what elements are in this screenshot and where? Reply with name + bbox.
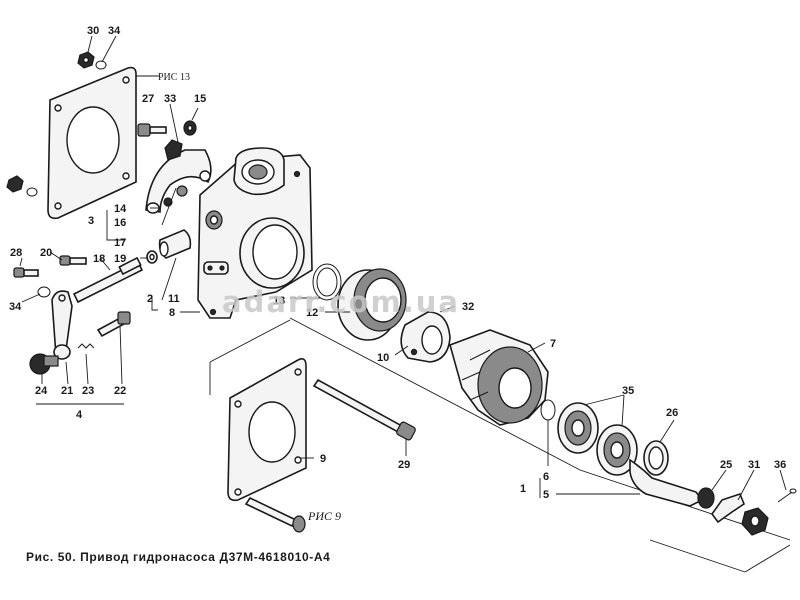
callout-6: 6 (543, 471, 549, 483)
callout-27: 27 (142, 93, 154, 105)
callout-25: 25 (720, 459, 732, 471)
leader-lines (19, 35, 787, 501)
cotter-pin-36 (777, 488, 797, 503)
callout-18: 18 (93, 253, 105, 265)
pump-drive-housing (197, 147, 313, 319)
callout-17: 17 (114, 237, 126, 249)
callout-36: 36 (774, 459, 786, 471)
callout-35: 35 (622, 385, 634, 397)
callout-15: 15 (194, 93, 206, 105)
callout-4: 4 (76, 409, 83, 421)
callout-16: 16 (114, 217, 126, 229)
callout-31: 31 (748, 459, 760, 471)
callout-22: 22 (114, 385, 126, 397)
lever-21 (51, 290, 73, 360)
callout-13: 13 (273, 295, 285, 307)
callout-7: 7 (550, 338, 556, 350)
callout-33: 33 (164, 93, 176, 105)
bearing-35b (596, 424, 638, 476)
callout-12: 12 (306, 307, 318, 319)
callout-23: 23 (82, 385, 94, 397)
spring-23 (77, 343, 95, 349)
bolt-22 (96, 311, 131, 338)
left-nut (6, 175, 38, 197)
bearing-cup-12 (337, 268, 407, 341)
callout-26: 26 (666, 407, 678, 419)
washer-34-top (95, 60, 107, 70)
castle-nut-25 (741, 507, 769, 536)
lower-axis-line (209, 319, 291, 363)
callout-3: 3 (88, 215, 94, 227)
callout-8: 8 (169, 307, 175, 319)
lever-shaft-18 (72, 256, 144, 304)
callout-29: 29 (398, 459, 410, 471)
callout-30: 30 (87, 25, 99, 37)
callout-11: 11 (168, 293, 180, 305)
callout-24: 24 (35, 385, 48, 397)
callout-20: 20 (40, 247, 52, 259)
snap-ring-6 (540, 399, 556, 421)
snap-ring-13 (312, 263, 342, 301)
callout-34-left: 34 (9, 301, 22, 313)
callout-32: 32 (462, 301, 474, 313)
figure-ref-9: РИС 9 (307, 509, 341, 523)
screw-20 (59, 255, 87, 266)
bolt-27 (137, 123, 167, 137)
washer-15 (183, 120, 197, 136)
callout-2: 2 (147, 293, 153, 305)
lower-flange-plate-9 (227, 358, 307, 502)
splined-bushing-10 (400, 311, 451, 363)
lock-washer-34-left (37, 286, 51, 298)
callout-28: 28 (10, 247, 22, 259)
lock-plate-31 (711, 493, 745, 524)
drive-shaft-5 (629, 458, 715, 509)
figure-caption: Рис. 50. Привод гидронасоса Д37М-4618010… (26, 550, 331, 564)
short-bolt (244, 496, 306, 533)
ring-26 (643, 440, 669, 476)
callout-labels: 30 34 27 33 15 14 3 16 17 20 28 18 19 34… (9, 25, 786, 501)
sleeve-11 (158, 229, 192, 259)
washer-19 (146, 250, 158, 264)
assembly-axis-line (289, 317, 791, 541)
callout-21: 21 (61, 385, 73, 397)
long-bolt-29 (312, 378, 416, 441)
nut-30 (77, 51, 95, 69)
figure-ref-13: РИС 13 (158, 72, 190, 83)
callout-34-top: 34 (108, 25, 121, 37)
callout-10: 10 (377, 352, 389, 364)
watermark-text: adarr.com.ua (222, 285, 460, 319)
drive-gear-7 (449, 329, 549, 426)
top-flange-plate (47, 66, 137, 220)
bearing-35a (557, 402, 599, 454)
callout-9: 9 (320, 453, 326, 465)
knob-24 (29, 353, 59, 375)
callout-19: 19 (114, 253, 126, 265)
screw-28 (13, 267, 39, 278)
callout-14: 14 (114, 203, 127, 215)
callout-5: 5 (543, 489, 549, 501)
callout-1: 1 (520, 483, 526, 495)
